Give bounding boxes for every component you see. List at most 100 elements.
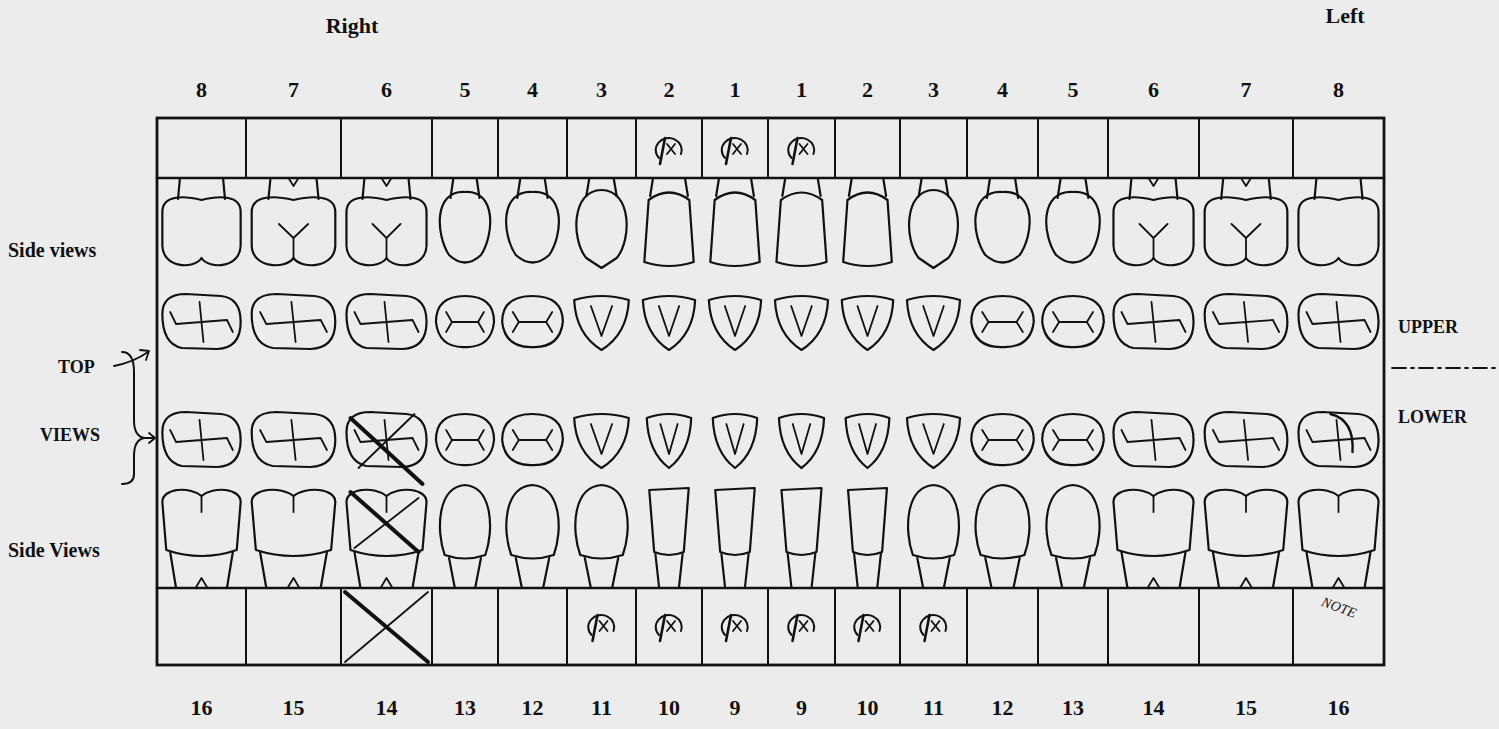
extraction-cross — [358, 414, 414, 468]
lower-premolar-side — [976, 485, 1030, 559]
upper-premolar-top — [971, 296, 1033, 347]
tooth-number: 14 — [376, 696, 398, 720]
handwritten-mark — [726, 138, 731, 164]
box-divider — [899, 588, 901, 665]
tooth-groove — [1306, 420, 1370, 460]
tooth-groove — [725, 306, 745, 336]
handwritten-mark — [800, 144, 808, 154]
root-notch — [196, 578, 208, 588]
pointer-arrow — [144, 433, 155, 443]
tooth-root — [987, 178, 1018, 198]
tooth-groove — [923, 306, 944, 336]
side-heading: Right — [326, 14, 379, 38]
tooth-root — [655, 554, 682, 588]
box-divider — [701, 588, 703, 665]
jaw-label: UPPER — [1398, 318, 1458, 338]
lower-molar-side — [162, 490, 240, 556]
lower-premolar-side — [440, 485, 490, 559]
tooth-groove — [659, 306, 679, 336]
tooth-groove — [372, 224, 400, 258]
handwritten-mark — [656, 615, 682, 635]
tooth-groove — [170, 302, 233, 342]
tooth-number: 13 — [1062, 696, 1084, 720]
tooth-groove — [1338, 496, 1340, 512]
lower-premolar-top — [971, 414, 1033, 465]
lower-incisor-side — [715, 488, 754, 555]
view-label: VIEWS — [40, 426, 100, 446]
upper-molar-top — [1113, 294, 1193, 349]
tooth-root — [721, 554, 748, 588]
lower-incisor-top — [574, 414, 629, 468]
handwritten-mark — [788, 138, 814, 158]
box-divider — [497, 588, 499, 665]
handwritten-mark — [593, 615, 598, 641]
side-heading: Left — [1325, 4, 1364, 28]
box-divider — [1198, 588, 1200, 665]
tooth-root — [985, 558, 1019, 588]
row-label: Side Views — [8, 539, 100, 561]
upper-premolar-side — [975, 192, 1029, 263]
upper-premolar-top — [436, 296, 494, 347]
upper-incisor-side — [710, 193, 759, 267]
tooth-root — [585, 558, 618, 588]
tooth-groove — [982, 312, 1023, 332]
upper-molar-side — [346, 197, 426, 265]
tooth-number: 5 — [460, 78, 471, 102]
tooth-groove — [446, 430, 484, 450]
box-divider — [566, 588, 568, 665]
upper-incisor-top — [643, 296, 695, 350]
tooth-groove — [446, 312, 484, 332]
tooth-root — [170, 552, 233, 588]
box-divider — [834, 588, 836, 665]
tooth-number: 7 — [1241, 78, 1252, 102]
tooth-groove — [1245, 496, 1247, 512]
lower-canine-side — [908, 485, 959, 559]
tooth-number: 8 — [1333, 78, 1344, 102]
root-notch — [288, 578, 300, 588]
tooth-root — [854, 554, 881, 588]
tooth-number: 12 — [992, 696, 1014, 720]
tooth-root — [1056, 558, 1090, 588]
lower-premolar-top — [502, 414, 563, 465]
upper-molar-side — [1205, 197, 1288, 265]
tooth-number: 16 — [191, 696, 213, 720]
tooth-number: 5 — [1068, 78, 1079, 102]
tooth-root — [917, 558, 949, 588]
upper-premolar-side — [1046, 192, 1100, 263]
upper-premolar-side — [506, 192, 559, 263]
tooth-number: 9 — [796, 696, 807, 720]
tooth-groove — [170, 420, 233, 460]
tooth-groove — [859, 424, 876, 454]
tooth-root — [1221, 178, 1271, 199]
box-divider — [635, 118, 637, 178]
handwritten-mark — [733, 144, 741, 154]
lower-molar-side — [1205, 490, 1288, 556]
tooth-groove — [982, 430, 1023, 450]
box-divider — [899, 118, 901, 178]
tooth-groove — [293, 496, 295, 512]
tooth-groove — [1053, 312, 1093, 332]
tooth-number: 13 — [454, 696, 476, 720]
upper-incisor-side — [776, 193, 826, 267]
lower-premolar-side — [1046, 485, 1099, 559]
tooth-number: 3 — [928, 78, 939, 102]
tooth-number: 9 — [730, 696, 741, 720]
tooth-groove — [260, 302, 327, 342]
lower-molar-side — [252, 490, 336, 556]
tooth-root — [517, 178, 547, 198]
upper-molar-top — [1205, 294, 1288, 349]
handwritten-mark — [726, 615, 731, 641]
upper-incisor-top — [842, 296, 893, 350]
tooth-number: 15 — [283, 696, 305, 720]
box-divider — [701, 118, 703, 178]
root-notch — [381, 578, 393, 588]
handwritten-mark — [1331, 414, 1353, 452]
lower-premolar-top — [1042, 414, 1104, 465]
upper-canine-side — [909, 190, 958, 268]
tooth-number: 4 — [527, 78, 538, 102]
tooth-root — [260, 552, 327, 588]
upper-incisor-side — [644, 193, 693, 267]
handwritten-mark — [800, 621, 808, 631]
box-divider — [245, 118, 247, 178]
